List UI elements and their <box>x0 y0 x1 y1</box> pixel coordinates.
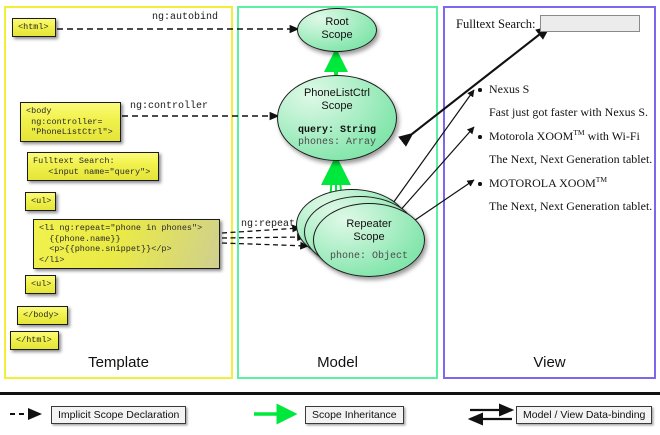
view-phone-suffix-2: with Wi-Fi <box>584 129 640 143</box>
view-phone-name-3: MOTOROLA XOOMTM <box>489 175 607 191</box>
scope-root[interactable]: Root Scope <box>297 8 377 52</box>
panel-model-label: Model <box>317 354 358 371</box>
view-phone-name-2: Motorola XOOMTM with Wi-Fi <box>489 128 640 144</box>
view-search-input[interactable] <box>540 15 640 32</box>
code-box-ul-open[interactable]: <ul> <box>25 192 56 211</box>
label-ng-repeat: ng:repeat <box>241 219 296 230</box>
view-phone-name-2-text: Motorola XOOM <box>489 129 574 143</box>
view-phone-snippet-1: Fast just got faster with Nexus S. <box>489 105 648 119</box>
code-box-html-close[interactable]: </html> <box>10 331 59 350</box>
code-box-ul-close[interactable]: <ul> <box>25 275 56 294</box>
legend-divider <box>0 392 660 395</box>
view-phone-name-3-text: MOTOROLA XOOM <box>489 176 596 190</box>
view-phone-snippet-2: The Next, Next Generation tablet. <box>489 152 653 166</box>
scope-root-title-1: Root <box>325 16 349 28</box>
view-list-bullet-3 <box>478 182 482 186</box>
code-box-li-repeat[interactable]: <li ng:repeat="phone in phones"> {{phone… <box>33 219 220 269</box>
scope-root-title-2: Scope <box>321 29 353 41</box>
view-phone-name-1: Nexus S <box>489 81 529 97</box>
legend-item-scope-inheritance: Scope Inheritance <box>305 406 404 424</box>
panel-template-label: Template <box>88 354 149 371</box>
panel-view-label: View <box>533 354 566 371</box>
code-box-body-close[interactable]: </body> <box>17 306 68 325</box>
scope-phonelistctrl-prop-phones: phones: Array <box>297 137 376 148</box>
view-phone-tm-2: TM <box>573 128 585 137</box>
scope-phonelistctrl-title-2: Scope <box>321 100 353 112</box>
legend-item-implicit-scope-declaration: Implicit Scope Declaration <box>51 406 187 424</box>
panel-view: View <box>443 6 656 379</box>
code-box-body-open[interactable]: <body ng:controller= "PhoneListCtrl"> <box>20 102 121 142</box>
label-ng-autobind: ng:autobind <box>152 12 219 23</box>
scope-phonelistctrl-prop-query: query: String <box>297 125 376 136</box>
view-list-bullet-1 <box>478 88 482 92</box>
scope-repeater-title-1: Repeater <box>346 218 392 230</box>
scope-repeater-title-2: Scope <box>353 231 385 243</box>
view-list-bullet-2 <box>478 135 482 139</box>
scope-phonelistctrl[interactable]: PhoneListCtrl Scope query: String phones… <box>277 75 397 161</box>
scope-phonelistctrl-title-1: PhoneListCtrl <box>303 87 371 99</box>
view-phone-snippet-3: The Next, Next Generation tablet. <box>489 199 653 213</box>
scope-repeater-prop-phone: phone: Object <box>329 251 408 262</box>
view-search-label: Fulltext Search: <box>456 17 536 31</box>
code-box-html-open[interactable]: <html> <box>12 18 56 37</box>
code-box-search[interactable]: Fulltext Search: <input name="query"> <box>27 152 159 181</box>
legend-item-model-view-databinding: Model / View Data-binding <box>516 406 653 424</box>
scope-repeater[interactable]: Repeater Scope phone: Object <box>313 203 425 277</box>
view-phone-tm-3: TM <box>595 175 608 184</box>
legend: Implicit Scope Declaration Scope Inherit… <box>0 392 660 435</box>
label-ng-controller: ng:controller <box>130 101 209 112</box>
view-phone-name-1-text: Nexus S <box>489 82 530 96</box>
